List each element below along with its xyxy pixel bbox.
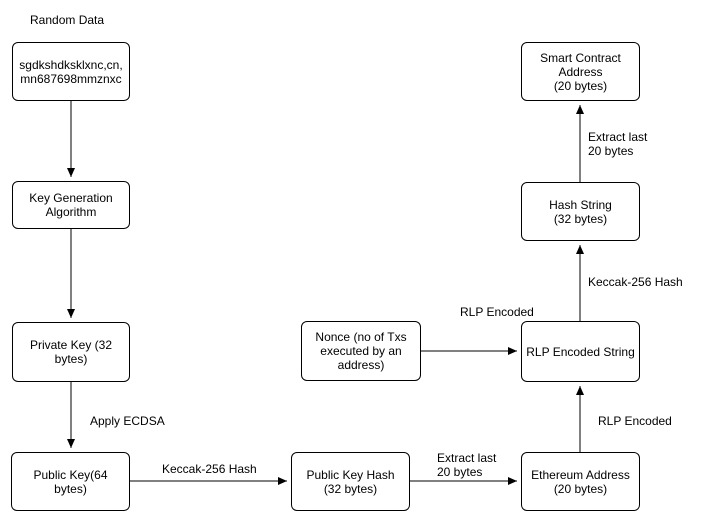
label-extract-last-bottom: Extract last 20 bytes: [437, 451, 497, 479]
ethereum-address-text: Ethereum Address (20 bytes): [531, 467, 630, 496]
random-data-node: sgdkshdksklxnc,cn, mn687698mmznxc: [12, 42, 130, 101]
key-generation-node: Key Generation Algorithm: [12, 181, 130, 229]
private-key-text: Private Key (32 bytes): [29, 338, 113, 366]
key-generation-text: Key Generation Algorithm: [29, 191, 113, 219]
label-extract-last-top: Extract last 20 bytes: [588, 130, 648, 158]
label-keccak-rlp: Keccak-256 Hash: [588, 275, 683, 289]
private-key-node: Private Key (32 bytes): [12, 322, 130, 382]
random-data-text: sgdkshdksklxnc,cn, mn687698mmznxc: [19, 57, 123, 86]
label-keccak-public: Keccak-256 Hash: [162, 462, 257, 476]
smart-contract-address-text: Smart Contract Address (20 bytes): [540, 50, 621, 93]
nonce-text: Nonce (no of Txs executed by an address): [315, 330, 407, 372]
public-key-text: Public Key(64 bytes): [33, 467, 108, 496]
ethereum-address-node: Ethereum Address (20 bytes): [521, 452, 640, 511]
label-apply-ecdsa: Apply ECDSA: [90, 414, 165, 428]
nonce-node: Nonce (no of Txs executed by an address): [301, 321, 421, 381]
diagram-title: Random Data: [30, 13, 105, 27]
public-key-node: Public Key(64 bytes): [11, 452, 130, 511]
label-rlp-encoded-top: RLP Encoded: [460, 305, 534, 319]
public-key-hash-node: Public Key Hash (32 bytes): [291, 452, 410, 511]
hash-string-text: Hash String (32 bytes): [549, 197, 612, 226]
public-key-hash-text: Public Key Hash (32 bytes): [306, 467, 395, 496]
label-rlp-encoded-right: RLP Encoded: [598, 414, 672, 428]
smart-contract-address-node: Smart Contract Address (20 bytes): [521, 42, 640, 101]
rlp-encoded-string-node: RLP Encoded String: [521, 321, 640, 382]
rlp-encoded-string-text: RLP Encoded String: [526, 344, 635, 359]
hash-string-node: Hash String (32 bytes): [521, 182, 640, 241]
